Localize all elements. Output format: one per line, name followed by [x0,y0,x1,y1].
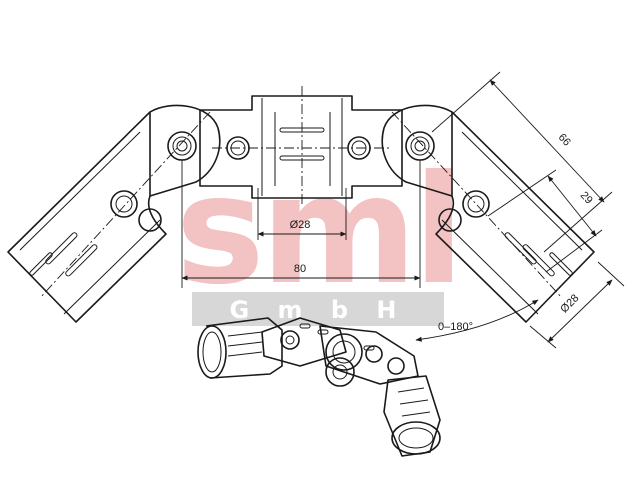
perspective-chain [261,317,419,387]
dimension-center-distance-label: 80 [294,263,306,275]
dimension-arm-diameter: Ø28 [529,261,625,349]
angle-indicator: 0–180° [415,299,539,342]
right-hinge [381,104,453,197]
dimension-center-diameter-label: Ø28 [290,219,311,231]
perspective-right-tube [383,375,441,457]
dimension-center-diameter: Ø28 [257,188,347,240]
watermark-band [192,292,444,326]
left-arm [7,111,211,323]
perspective-view [197,317,441,457]
watermark-logo: sml G m b H [176,144,465,326]
perspective-left-tube [197,317,283,379]
dimension-center-distance: 80 [181,160,421,288]
watermark-logo-text: sml [176,144,461,318]
center-block [199,86,403,206]
dimension-arm-offset: 29 [487,169,603,273]
dimension-arm-offset-label: 29 [578,189,595,206]
dimension-arm-length-label: 66 [556,131,573,148]
dimension-arm-diameter-label: Ø28 [558,292,581,315]
angle-range-label: 0–180° [438,321,473,333]
